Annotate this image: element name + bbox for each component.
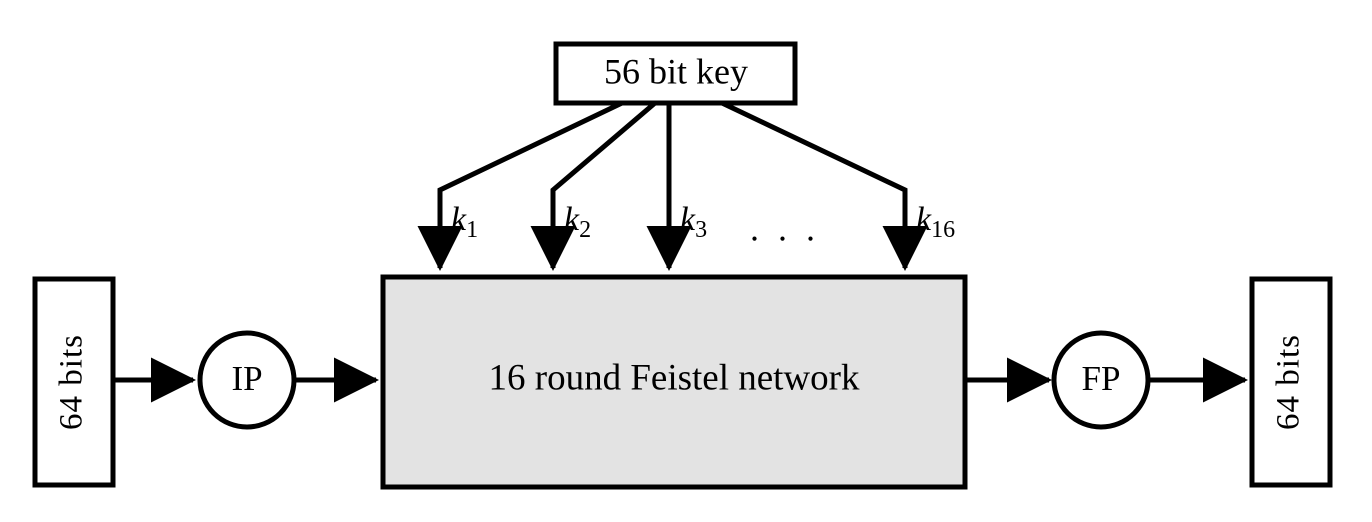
round-key-labels: k1 k2 k3 k16 . . . xyxy=(451,201,955,248)
key-box-label: 56 bit key xyxy=(604,51,748,91)
fp-circle-label: FP xyxy=(1082,359,1121,398)
input-64-bits-box[interactable]: 64 bits xyxy=(32,276,116,488)
round-key-k3: k3 xyxy=(680,201,707,243)
round-key-k2: k2 xyxy=(564,201,591,243)
key-fanout-connectors xyxy=(417,100,928,272)
key-box-rect xyxy=(553,41,798,106)
arrow-key-to-k16 xyxy=(720,100,928,272)
output-64-bits-box[interactable]: 64 bits xyxy=(1249,276,1333,488)
input-64-bits-label: 64 bits xyxy=(54,334,90,430)
input-64-bits-rect xyxy=(32,276,116,488)
ip-circle-label: IP xyxy=(231,359,262,398)
final-permutation-circle[interactable]: FP xyxy=(1051,330,1151,430)
feistel-network-block[interactable]: 16 round Feistel network xyxy=(380,274,968,490)
feistel-network-rect xyxy=(380,274,968,490)
feistel-network-label: 16 round Feistel network xyxy=(489,357,860,398)
round-keys-ellipsis: . . . xyxy=(750,208,820,248)
ip-circle-shape xyxy=(197,330,297,430)
arrow-key-to-k2 xyxy=(530,101,657,272)
output-64-bits-label: 64 bits xyxy=(1271,334,1307,430)
fp-circle-shape xyxy=(1051,330,1151,430)
initial-permutation-circle[interactable]: IP xyxy=(197,330,297,430)
round-key-k1: k1 xyxy=(451,201,478,243)
output-64-bits-rect xyxy=(1249,276,1333,488)
round-key-k16: k16 xyxy=(916,201,955,243)
key-box[interactable]: 56 bit key xyxy=(553,41,798,106)
arrow-key-to-k1 xyxy=(417,100,624,272)
